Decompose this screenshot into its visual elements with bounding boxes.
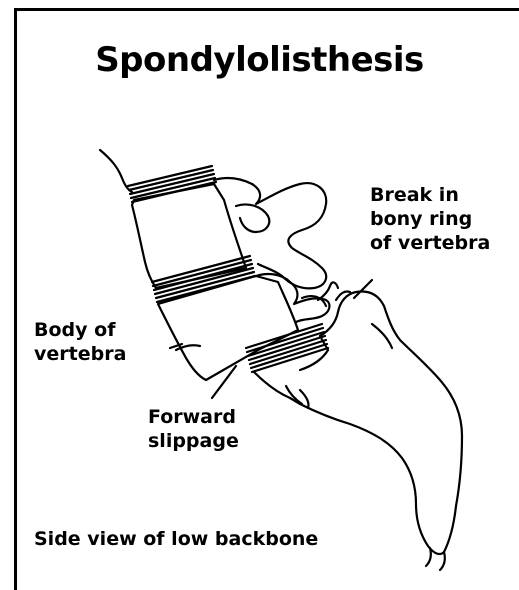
label-forward-slippage: Forward slippage (148, 405, 288, 453)
label-break-line-1: Break in (370, 183, 510, 207)
label-body-line-2: vertebra (34, 342, 174, 366)
lower-disc (246, 324, 328, 372)
label-break-line-3: of vertebra (370, 231, 510, 255)
middle-disc (152, 256, 255, 302)
label-slip-line-1: Forward (148, 405, 288, 429)
label-body-of-vertebra: Body of vertebra (34, 318, 174, 366)
label-body-line-1: Body of (34, 318, 174, 342)
label-break-in-bony-ring: Break in bony ring of vertebra (370, 183, 510, 255)
pointer-break (354, 280, 372, 298)
label-slip-line-2: slippage (148, 429, 288, 453)
caption-side-view: Side view of low backbone (34, 527, 394, 551)
upper-disc (128, 166, 216, 202)
label-break-line-2: bony ring (370, 207, 510, 231)
